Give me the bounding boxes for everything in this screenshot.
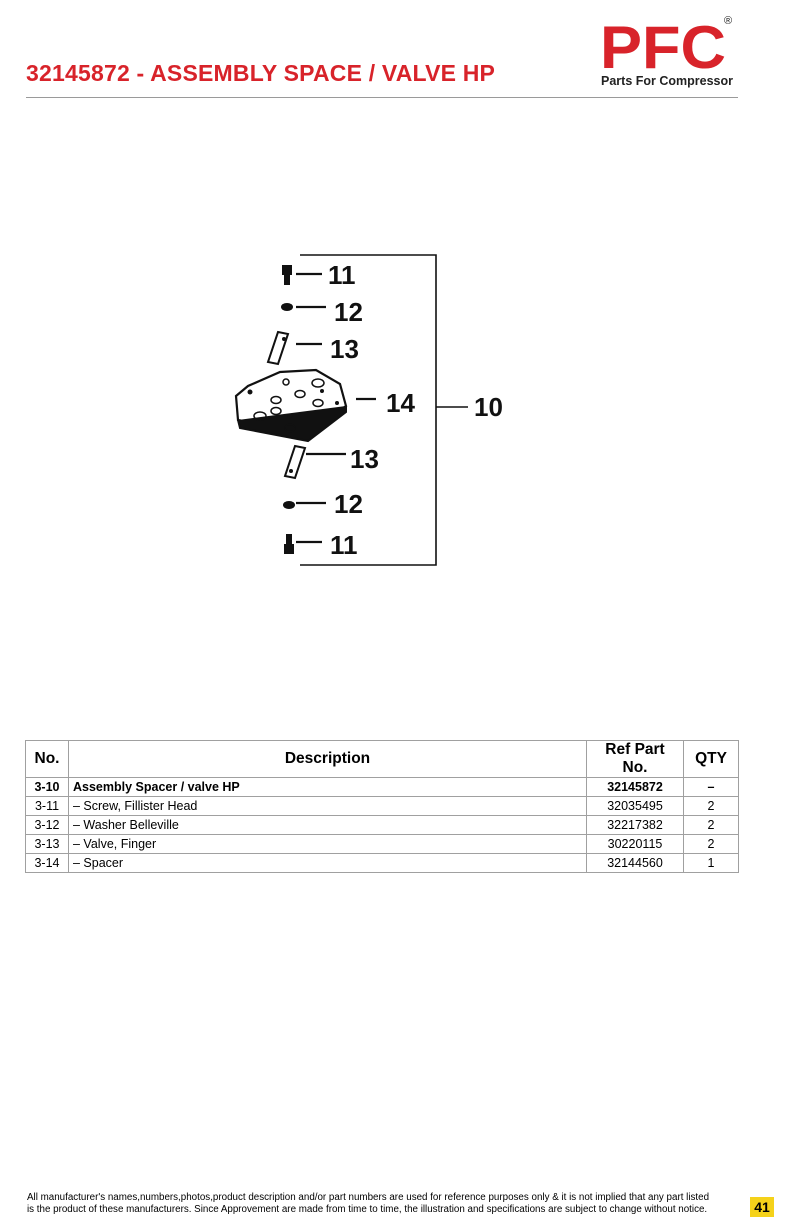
logo-tagline: Parts For Compressor [601,74,733,88]
header-ref-part-no: Ref Part No. [586,740,684,778]
exploded-diagram: 11 12 13 14 13 12 11 10 [234,254,503,566]
washer-bottom [283,501,295,509]
callout-13-top: 13 [330,334,359,364]
cell-description: – Valve, Finger [68,834,587,854]
screw-bottom [284,534,294,554]
table-row: 3-12 – Washer Belleville 32217382 2 [25,815,739,835]
callout-11-bottom: 11 [330,530,358,560]
cell-no: 3-11 [25,796,69,816]
washer-top [281,303,293,311]
disclaimer-line-2: is the product of these manufacturers. S… [27,1204,708,1215]
disclaimer: All manufacturer's names,numbers,photos,… [27,1192,739,1216]
header-no: No. [25,740,69,778]
header-description: Description [68,740,587,778]
page-title: 32145872 - ASSEMBLY SPACE / VALVE HP [26,60,496,86]
finger-valve-top [266,330,290,366]
cell-ref: 32217382 [586,815,684,835]
cell-description: – Screw, Fillister Head [68,796,587,816]
pfc-logo: PFC ® [600,14,732,81]
cell-qty: – [683,777,739,797]
cell-description: – Washer Belleville [68,815,587,835]
spacer-plate [234,368,348,443]
callout-14: 14 [386,388,415,418]
disclaimer-line-1: All manufacturer's names,numbers,photos,… [27,1192,710,1203]
cell-no: 3-14 [25,853,69,873]
cell-no: 3-10 [25,777,69,797]
cell-no: 3-13 [25,834,69,854]
table-row: 3-14 – Spacer 32144560 1 [25,853,739,873]
callout-12-bottom: 12 [334,489,363,519]
logo-text: PFC [600,14,726,81]
page-number: 41 [750,1197,774,1217]
cell-ref: 30220115 [586,834,684,854]
cell-no: 3-12 [25,815,69,835]
cell-qty: 2 [683,815,739,835]
callout-11-top: 11 [328,260,356,290]
callout-13-bottom: 13 [350,444,379,474]
registered-mark: ® [724,15,732,27]
cell-description: Assembly Spacer / valve HP [68,777,587,797]
parts-table: No. Description Ref Part No. QTY 3-10 As… [25,740,739,873]
table-row: 3-11 – Screw, Fillister Head 32035495 2 [25,796,739,816]
cell-qty: 2 [683,796,739,816]
cell-ref: 32144560 [586,853,684,873]
screw-top [282,265,292,285]
table-header-row: No. Description Ref Part No. QTY [25,740,739,778]
cell-qty: 2 [683,834,739,854]
cell-qty: 1 [683,853,739,873]
header-qty: QTY [683,740,739,778]
cell-ref: 32145872 [586,777,684,797]
cell-description: – Spacer [68,853,587,873]
cell-ref: 32035495 [586,796,684,816]
header-divider [26,97,738,98]
callout-12-top: 12 [334,297,363,327]
callout-10: 10 [474,392,503,422]
finger-valve-bottom [283,444,307,480]
table-row: 3-10 Assembly Spacer / valve HP 32145872… [25,777,739,797]
table-row: 3-13 – Valve, Finger 30220115 2 [25,834,739,854]
